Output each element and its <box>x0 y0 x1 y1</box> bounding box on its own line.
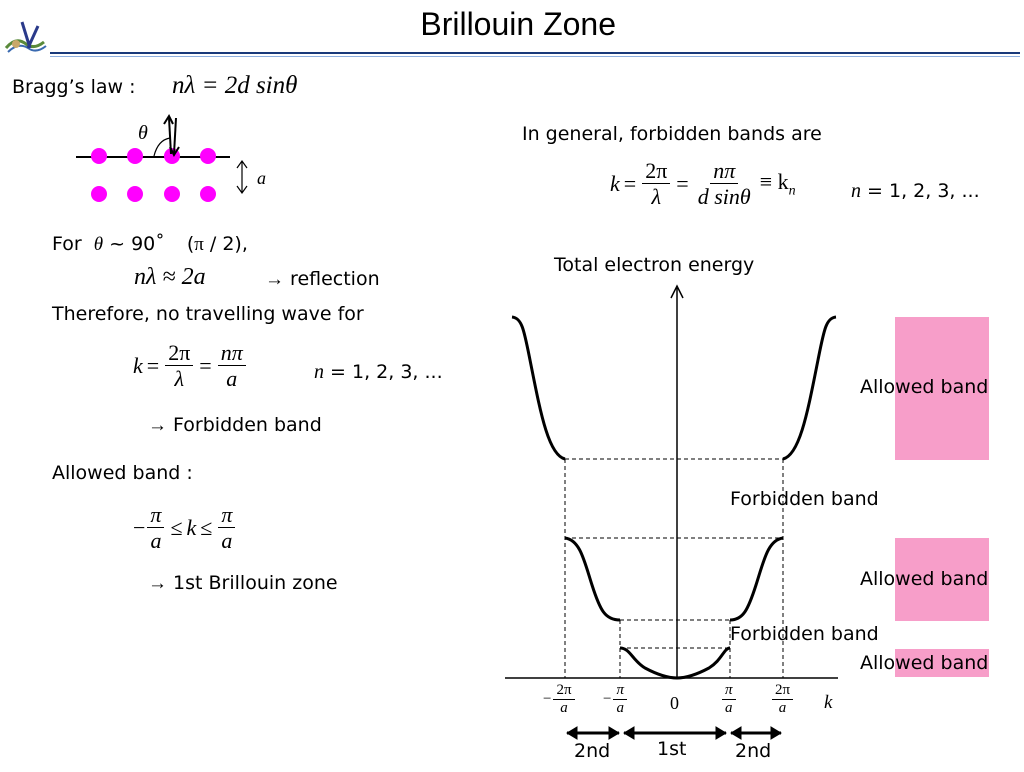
tick-zero: 0 <box>670 693 679 713</box>
zone-2nd-left-label: 2nd <box>574 740 611 762</box>
title-divider <box>50 52 1020 54</box>
allowed-band-label-2: Allowed band <box>860 568 989 590</box>
bragg-equation: nλ = 2d sinθ <box>172 72 298 99</box>
lattice-diagram <box>70 110 290 215</box>
forbidden-band-label-2: Forbidden band <box>730 623 879 645</box>
theta-label: θ <box>138 122 148 144</box>
y-axis-label: Total electron energy <box>554 254 755 276</box>
reflection-equation: nλ ≈ 2a <box>134 264 206 290</box>
general-forbidden-text: In general, forbidden bands are <box>522 123 822 145</box>
therefore-text: Therefore, no travelling wave for <box>52 303 364 325</box>
reflection-text: → reflection <box>265 268 380 290</box>
logo <box>2 18 48 60</box>
zone-1st-label: 1st <box>657 738 687 760</box>
allowed-band-label: Allowed band : <box>52 462 193 484</box>
n-values-left: n = 1, 2, 3, ... <box>314 361 443 383</box>
bragg-label: Bragg’s law : <box>12 76 136 98</box>
for-theta-line: For θ ~ 90˚ (π / 2), <box>52 233 248 255</box>
allowed-band-label-3: Allowed band <box>860 652 989 674</box>
forbidden-band-note: → Forbidden band <box>148 414 322 436</box>
k-axis-label: k <box>824 692 833 713</box>
page-title: Brillouin Zone <box>420 6 616 42</box>
allowed-band-label-1: Allowed band <box>860 376 989 398</box>
brillouin-zone-note: → 1st Brillouin zone <box>148 572 338 594</box>
title-divider-light <box>50 56 1020 57</box>
n-values-right: n = 1, 2, 3, ... <box>851 180 980 202</box>
spacing-label: a <box>257 168 266 188</box>
zone-2nd-right-label: 2nd <box>735 740 772 762</box>
forbidden-band-label-1: Forbidden band <box>730 488 879 510</box>
